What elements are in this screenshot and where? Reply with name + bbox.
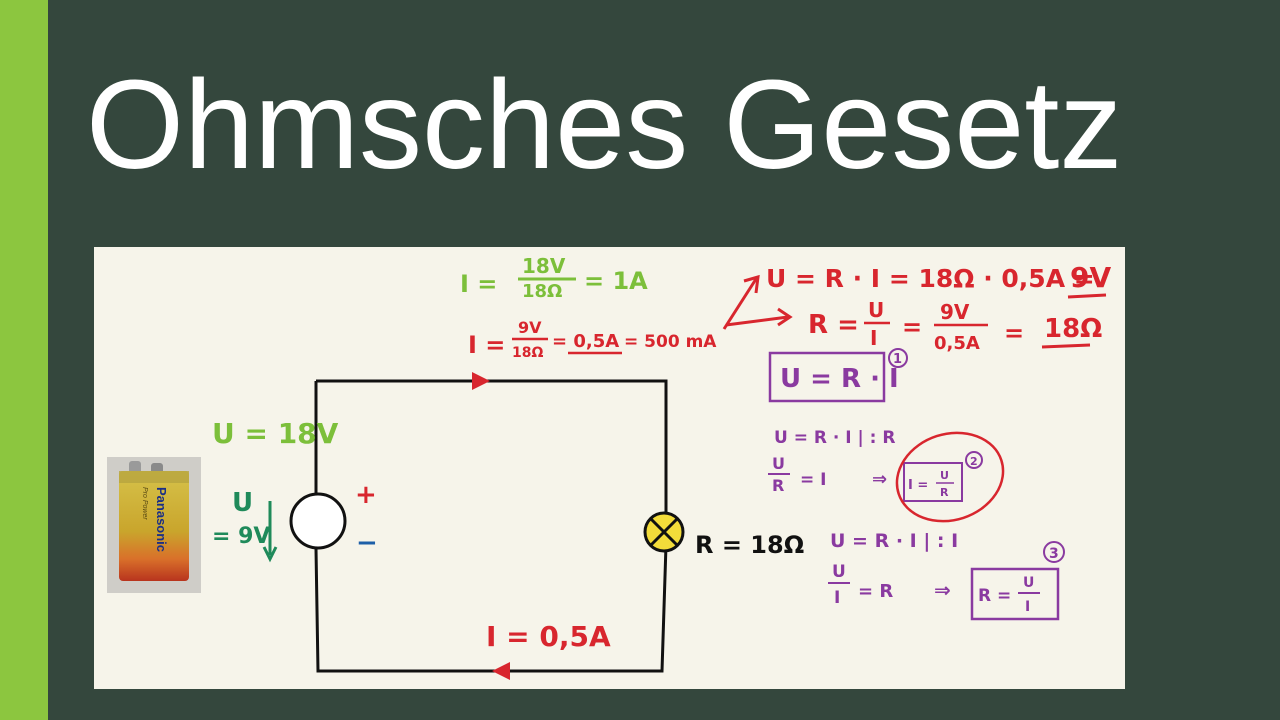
whiteboard: Panasonic Pro Power U = 18V U = 9V + − R…	[94, 247, 1125, 689]
formula-number-3: 3	[1049, 546, 1059, 562]
battery-brand: Panasonic	[154, 487, 169, 552]
formula-number-2: 2	[970, 455, 978, 468]
current-arrow-top	[472, 372, 490, 390]
calc-green-lhs: I =	[460, 270, 497, 298]
formula-r: R = U I = 9V 0,5A = 18Ω	[808, 298, 1102, 354]
calc-red-result: = 0,5A	[552, 331, 619, 352]
highlight-circle	[895, 431, 1005, 523]
formula-number-2-circle	[965, 451, 983, 469]
derivation-2-frac-num: U	[772, 454, 785, 473]
voltage-value-label: = 9V	[212, 524, 270, 549]
source-voltage-label: U = 18V	[212, 417, 339, 450]
formula-u-text: U = R · I = 18Ω · 0,5A =	[766, 264, 1095, 293]
derivation-2-arrow: ⇒	[872, 469, 887, 490]
calc-red-lhs: I =	[468, 331, 505, 359]
battery-photo: Panasonic Pro Power	[107, 457, 201, 593]
formula-number-1-circle	[888, 348, 908, 368]
formula-box-3-den: I	[1025, 599, 1030, 615]
arrow-to-u-formula	[722, 278, 758, 330]
formula-r-den1: I	[870, 326, 877, 350]
formula-box-2-den: R	[940, 486, 949, 499]
formula-number-3-circle	[1043, 541, 1065, 563]
derivation-2-frac-den: R	[772, 476, 784, 495]
formula-r-num1: U	[868, 298, 884, 322]
battery-illustration: Panasonic Pro Power	[119, 461, 189, 581]
derivation-3-frac-num: U	[832, 562, 846, 582]
formula-box-2-lhs: I =	[908, 478, 928, 493]
arrow-to-r-formula	[725, 315, 789, 327]
formula-u-underline	[1067, 293, 1107, 299]
whiteboard-drawing: U = 18V U = 9V + − R = 18Ω I = 0,5A I = …	[212, 254, 1111, 680]
calc-green-denominator: 18Ω	[522, 281, 562, 302]
formula-number-1: 1	[893, 352, 902, 367]
plus-sign: +	[355, 480, 377, 510]
formula-r-den2: 0,5A	[934, 333, 980, 354]
derivation-2: U = R · I | : R U R = I ⇒ I = U R 2	[768, 428, 1005, 523]
derivation-3-line1: U = R · I | : I	[830, 530, 958, 552]
formula-box-1-text: U = R · I	[780, 364, 899, 394]
derivation-3-arrow: ⇒	[934, 578, 951, 602]
derivation-3: U = R · I | : I U I = R ⇒ R = U I 3	[828, 530, 1065, 621]
formula-r-lhs: R =	[808, 310, 859, 340]
formula-r-eq2: =	[1004, 319, 1024, 347]
formula-box-1	[768, 351, 886, 403]
circuit	[289, 379, 685, 673]
derivation-2-line1: U = R · I | : R	[774, 428, 895, 448]
derivation-2-tail: = I	[800, 470, 827, 490]
arrow-to-u-formula-head	[743, 274, 760, 294]
calc-green: I = 18V 18Ω = 1A	[460, 254, 648, 302]
slide-title: Ohmsches Gesetz	[86, 54, 1123, 195]
voltage-symbol-label: U	[232, 488, 253, 518]
battery-sub: Pro Power	[141, 487, 148, 520]
calc-green-rhs: = 1A	[584, 267, 648, 295]
formula-u-result: 9V	[1070, 261, 1111, 294]
formula-box-2	[903, 462, 963, 502]
arrow-to-r-formula-head	[777, 307, 793, 327]
current-label: I = 0,5A	[486, 620, 611, 653]
formula-box-3	[970, 567, 1060, 621]
calc-red: I = 9V 18Ω = 0,5A = 500 mA	[468, 318, 717, 361]
calc-red-numerator: 9V	[518, 318, 542, 337]
derivation-3-frac-den: I	[834, 588, 840, 608]
formula-r-result: 18Ω	[1044, 314, 1102, 344]
voltage-source-symbol	[289, 492, 347, 550]
formula-box-3-num: U	[1023, 575, 1034, 591]
accent-bar	[0, 0, 48, 720]
circuit-wire-bottom	[314, 544, 668, 673]
calc-red-result-ma: = 500 mA	[624, 332, 717, 352]
formula-r-num2: 9V	[940, 300, 970, 324]
battery-body	[119, 471, 189, 581]
formula-box-2-num: U	[940, 469, 949, 482]
current-arrow-bottom	[492, 662, 510, 680]
formula-r-eq: =	[902, 313, 922, 341]
calc-red-denominator: 18Ω	[512, 345, 543, 361]
circuit-wire-top	[316, 379, 668, 519]
resistance-label: R = 18Ω	[695, 531, 804, 559]
formula-box-3-lhs: R =	[978, 586, 1011, 606]
minus-sign: −	[356, 528, 378, 558]
derivation-3-tail: = R	[858, 581, 893, 602]
formula-r-underline	[1041, 343, 1091, 349]
lamp-cross	[649, 517, 679, 547]
voltage-arrow-head	[262, 546, 278, 563]
calc-green-numerator: 18V	[522, 254, 566, 278]
